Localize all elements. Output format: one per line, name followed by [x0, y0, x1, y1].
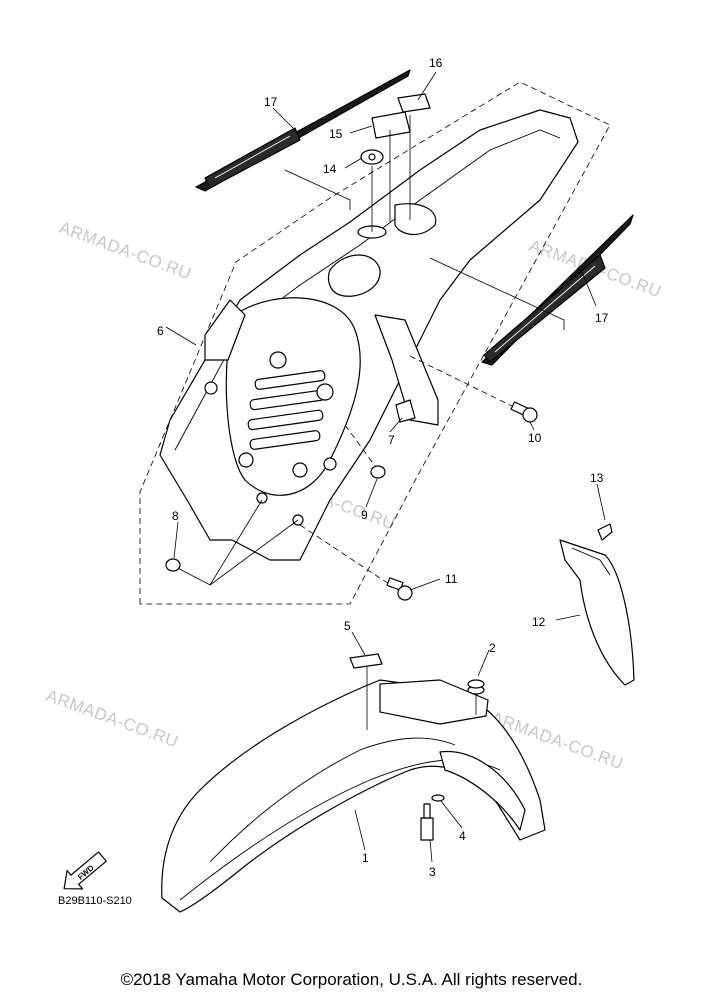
bolt-11	[386, 577, 413, 601]
callout-13: 13	[590, 471, 604, 485]
callout-6: 6	[157, 324, 164, 338]
callout-8: 8	[172, 509, 179, 523]
mudflap-12	[559, 539, 635, 686]
nut-8	[165, 558, 181, 572]
callout-10: 10	[528, 431, 542, 445]
callout-1: 1	[362, 851, 369, 865]
clip-7	[395, 399, 416, 423]
callout-4: 4	[459, 829, 466, 843]
callout-17-left: 17	[264, 95, 278, 109]
bolt-10	[510, 401, 538, 423]
washer-4	[431, 794, 445, 802]
watermark: ARMADA-CO.RU	[57, 218, 194, 283]
callout-7: 7	[388, 433, 395, 447]
decal-5	[349, 653, 383, 669]
diagram-code: B29B110-S210	[58, 895, 132, 907]
callout-15: 15	[329, 127, 343, 141]
callout-16: 16	[429, 56, 443, 70]
fender-slots	[247, 370, 326, 450]
decal-16	[397, 93, 431, 113]
decal-15	[371, 111, 411, 139]
callout-2: 2	[489, 641, 496, 655]
callout-3: 3	[429, 865, 436, 879]
decal-right	[481, 214, 634, 366]
callout-12: 12	[532, 615, 546, 629]
grommet-9	[370, 465, 386, 479]
decal-left	[195, 69, 411, 192]
callout-17-right: 17	[595, 311, 609, 325]
copyright-text: ©2018 Yamaha Motor Corporation, U.S.A. A…	[120, 970, 583, 989]
callout-9: 9	[361, 508, 368, 522]
rear-fender	[159, 109, 579, 561]
collar-2	[467, 679, 485, 695]
front-fender	[161, 679, 546, 913]
callout-14: 14	[323, 162, 337, 176]
callout-11: 11	[445, 572, 458, 586]
assembly-outline	[139, 81, 611, 605]
fwd-arrow-icon: FWD	[63, 851, 107, 890]
bolt-3	[420, 803, 434, 841]
screw-13	[597, 523, 613, 541]
watermark: ARMADA-CO.RU	[44, 686, 181, 751]
callout-5: 5	[344, 619, 351, 633]
